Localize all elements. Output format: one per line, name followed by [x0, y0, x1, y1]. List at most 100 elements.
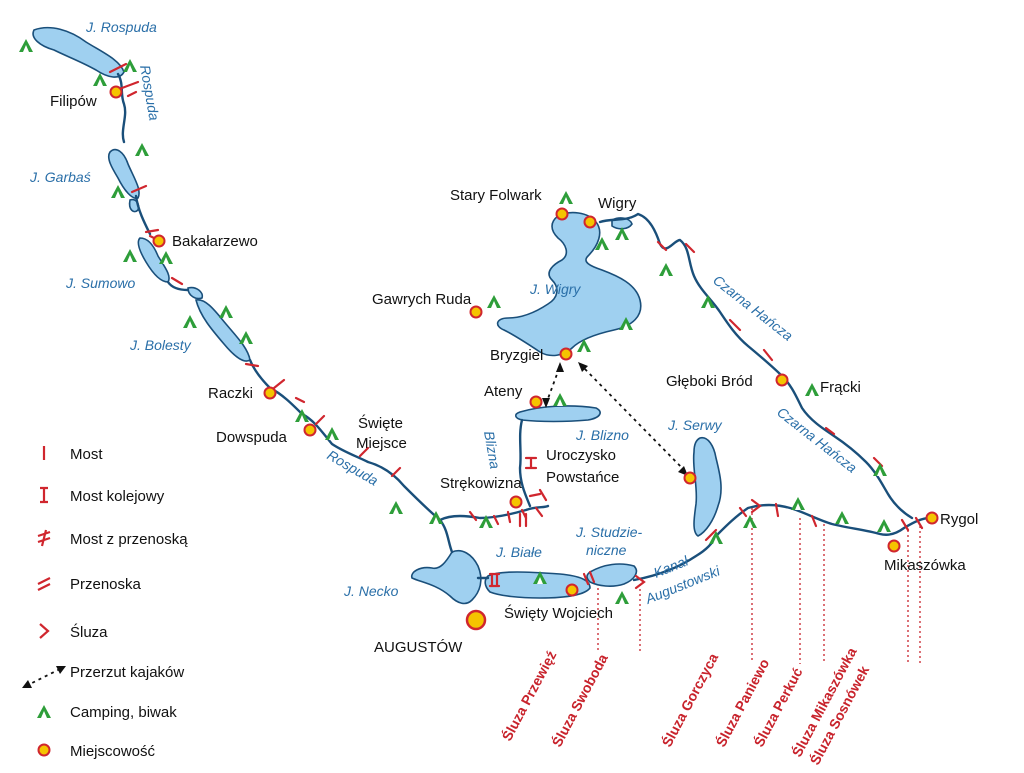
camping-icon	[239, 331, 253, 344]
camping-icon	[805, 383, 819, 396]
label-swiete-miejsce-1: Święte	[358, 414, 403, 432]
camping-icon	[709, 531, 723, 544]
camping-icon	[873, 463, 887, 476]
town-marker-raczki	[263, 386, 277, 400]
town-marker-gleboki-brod	[775, 373, 789, 387]
lock-icon	[39, 623, 50, 639]
lake-necko	[410, 550, 482, 605]
legend-label: Miejscowość	[70, 743, 156, 760]
label-bryzgiel: Bryzgiel	[490, 347, 543, 364]
label-augustow: AUGUSTÓW	[374, 639, 463, 656]
label-gawrych-ruda: Gawrych Ruda	[372, 291, 472, 308]
lake-sumowo-small	[187, 286, 204, 300]
legend-label: Przerzut kajaków	[70, 664, 184, 681]
label-czarna-hancza-1: Czarna Hańcza	[710, 272, 796, 344]
camping-icon	[553, 393, 567, 406]
town-marker-ateny	[529, 395, 543, 409]
lakes	[32, 26, 722, 605]
kayak-transfer-icon	[25, 667, 63, 687]
town-marker-dowspuda	[303, 423, 317, 437]
label-raczki: Raczki	[208, 385, 253, 402]
legend-label: Camping, biwak	[70, 704, 177, 721]
label-j-necko: J. Necko	[343, 583, 399, 599]
camping-icon	[183, 315, 197, 328]
camping-icon	[135, 143, 149, 156]
lake-wigry	[496, 211, 642, 357]
town-marker-wigry	[583, 215, 597, 229]
label-swiety-wojciech: Święty Wojciech	[504, 604, 613, 622]
town-marker-mikaszowka	[887, 539, 901, 553]
label-j-studzieniczne-1: J. Studzie-	[575, 524, 642, 540]
label-sluza-gorczyca: Śluza Gorczyca	[658, 650, 722, 750]
town-marker-bakalarzewo	[152, 234, 166, 248]
lake-serwy	[692, 436, 722, 537]
locality-icon	[37, 743, 51, 757]
town-marker-rygol	[925, 511, 939, 525]
legend-item-most: Most	[42, 446, 103, 463]
rivers	[116, 72, 932, 582]
portage-icon	[37, 577, 51, 591]
town-marker-filipow	[109, 85, 123, 99]
label-wigry: Wigry	[598, 195, 637, 212]
label-j-rospuda: J. Rospuda	[85, 19, 157, 35]
label-j-bolesty: J. Bolesty	[129, 337, 192, 353]
label-rospuda-upper: Rospuda	[137, 64, 163, 122]
camping-icon	[659, 263, 673, 276]
legend-item-przenoska: Przenoska	[37, 576, 142, 593]
camping-icon	[19, 39, 33, 52]
label-strekowizna: Strękowizna	[440, 475, 522, 492]
label-j-serwy: J. Serwy	[667, 417, 723, 433]
camping-icon	[743, 515, 757, 528]
route-marks	[108, 62, 924, 590]
label-swiete-miejsce-2: Miejsce	[356, 435, 407, 452]
label-blizna: Blizna	[481, 430, 503, 471]
camping-icon	[835, 511, 849, 524]
label-ateny: Ateny	[484, 383, 523, 400]
label-j-wigry: J. Wigry	[529, 281, 581, 297]
lake-blizno	[514, 405, 601, 423]
label-rygol: Rygol	[940, 511, 978, 528]
legend-label: Most kolejowy	[70, 488, 165, 505]
legend-label: Most z przenoską	[70, 531, 188, 548]
legend: Most Most kolejowy Most z przenoską Prze…	[22, 446, 188, 760]
town-marker-stary-folwark	[555, 207, 569, 221]
river-czarna-hancza	[598, 212, 914, 520]
camping-icon	[159, 251, 173, 264]
river-blizna	[518, 418, 532, 508]
camping-icon	[877, 519, 891, 532]
label-j-blizno: J. Blizno	[575, 427, 629, 443]
label-uroczysko-2: Powstańce	[546, 469, 619, 486]
town-marker-strekowizna	[509, 495, 523, 509]
camping-icon	[325, 427, 339, 440]
legend-item-most-kolejowy: Most kolejowy	[40, 486, 165, 505]
legend-label: Śluza	[70, 623, 108, 641]
legend-item-miejscowosc: Miejscowość	[37, 743, 156, 760]
lake-bolesty	[195, 299, 251, 362]
legend-label: Przenoska	[70, 576, 142, 593]
river-rospuda	[116, 72, 454, 554]
river-kanal	[632, 503, 932, 582]
river-blizna-link	[438, 504, 550, 522]
lock-leaders	[597, 508, 921, 664]
camping-icon	[37, 705, 51, 718]
label-uroczysko-1: Uroczysko	[546, 447, 616, 464]
town-marker-augustow	[465, 609, 487, 631]
label-sluza-przewiez: Śluza Przewięź	[498, 647, 560, 743]
label-stary-folwark: Stary Folwark	[450, 187, 542, 204]
label-czarna-hancza-2: Czarna Hańcza	[774, 404, 860, 476]
label-sluza-swoboda: Śluza Swoboda	[548, 651, 611, 750]
town-marker-bryzgiel	[559, 347, 573, 361]
camping-icon	[389, 501, 403, 514]
camping-icon	[791, 497, 805, 510]
town-labels: Filipów Bakałarzewo Raczki Dowspuda Świę…	[50, 93, 978, 656]
legend-item-przerzut: Przerzut kajaków	[22, 664, 184, 688]
legend-item-camping: Camping, biwak	[37, 704, 177, 721]
camping-icon	[615, 591, 629, 604]
lake-garbas	[107, 148, 140, 200]
label-filipow: Filipów	[50, 93, 97, 110]
label-dowspuda: Dowspuda	[216, 429, 288, 446]
transfer-bryzgiel-serwy	[579, 363, 687, 473]
legend-item-most-z-przenoska: Most z przenoską	[37, 529, 188, 548]
camping-icon	[487, 295, 501, 308]
